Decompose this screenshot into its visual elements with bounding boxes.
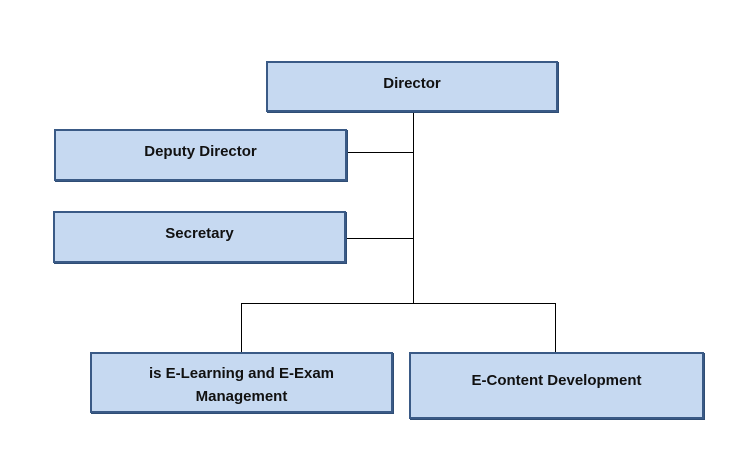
node-director: Director: [266, 61, 558, 112]
connector-bottom-bar: [241, 303, 556, 304]
node-deputy-director: Deputy Director: [54, 129, 347, 181]
connector-econtent: [555, 303, 556, 353]
connector-elearning: [241, 303, 242, 353]
node-deputy-director-label: Deputy Director: [144, 143, 257, 160]
node-econtent: E-Content Development: [409, 352, 704, 419]
node-econtent-label: E-Content Development: [471, 372, 642, 389]
node-elearning-label: is E-Learning and E-Exam Management: [148, 365, 335, 405]
node-secretary-label: Secretary: [165, 225, 234, 242]
connector-deputy-director: [346, 152, 414, 153]
node-director-label: Director: [383, 75, 441, 92]
connector-secretary: [345, 238, 414, 239]
node-secretary: Secretary: [53, 211, 346, 263]
node-elearning: is E-Learning and E-Exam Management: [90, 352, 393, 413]
connector-trunk: [413, 112, 414, 304]
